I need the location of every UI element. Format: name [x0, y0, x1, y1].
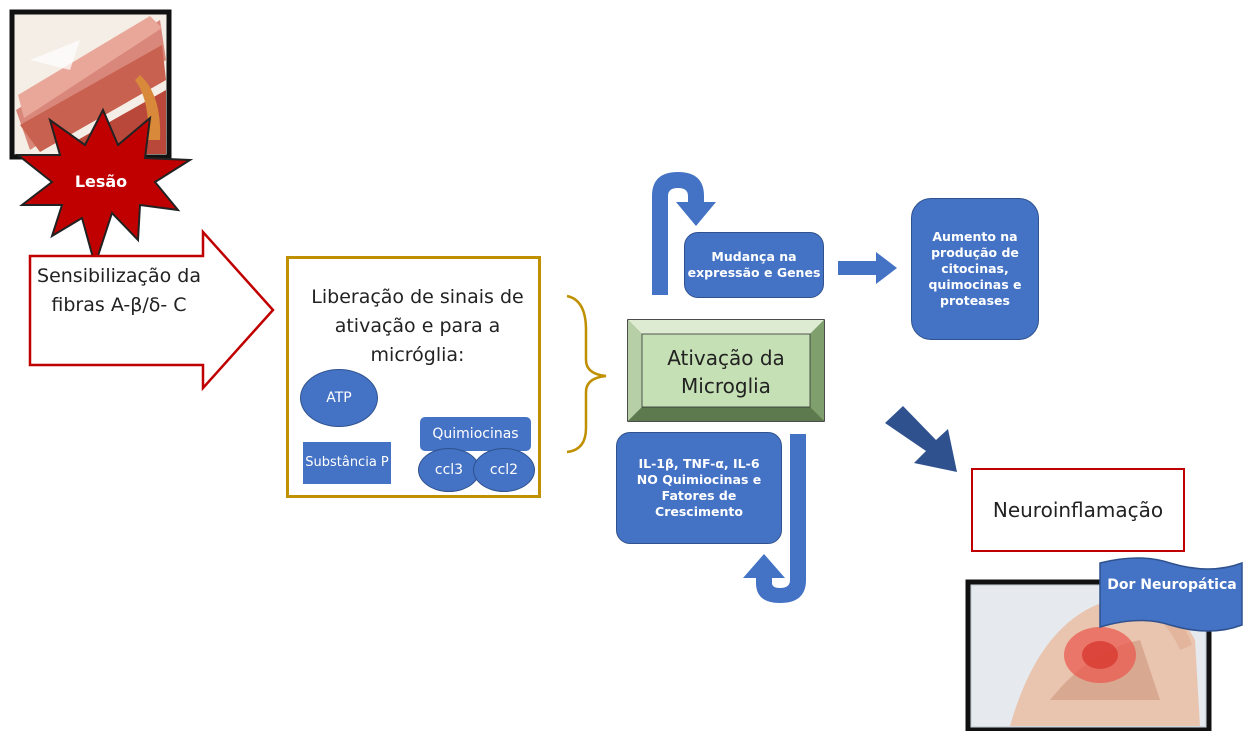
- sensitization-arrow: [28, 228, 275, 392]
- feedback-arrow-bottom: [743, 434, 806, 603]
- atp-oval: ATP: [300, 369, 378, 427]
- neuroinflammation-box: Neuroinflamação: [971, 468, 1185, 552]
- release-title: Liberação de sinais de ativação e para a…: [311, 286, 524, 366]
- gene-change-box: Mudança na expressão e Genes: [684, 232, 824, 298]
- injury-label: Lesão: [74, 172, 128, 191]
- sensitization-text: Sensibilização da fibras A-β/δ- C: [37, 265, 201, 316]
- pain-label: Dor Neuropática: [1107, 577, 1237, 593]
- arrow-diagonal: [885, 406, 957, 472]
- ccl2-oval: ccl2: [473, 448, 535, 492]
- cytokines-box: IL-1β, TNF-α, IL-6 NO Quimiocinas e Fato…: [616, 432, 782, 544]
- substance-p-label: Substância P: [303, 442, 391, 484]
- arrow-right: [838, 252, 897, 284]
- ccl3-oval: ccl3: [418, 448, 480, 492]
- release-box: [286, 256, 541, 498]
- bracket: [566, 294, 607, 454]
- activation-bevel: [627, 319, 825, 422]
- feedback-arrow-top: [652, 172, 716, 295]
- activation-label: Ativação da Microglia: [667, 346, 785, 398]
- pain-banner: [1099, 557, 1243, 632]
- chemokines-label: Quimiocinas: [420, 417, 531, 451]
- production-box: Aumento na produção de citocinas, quimoc…: [911, 198, 1039, 340]
